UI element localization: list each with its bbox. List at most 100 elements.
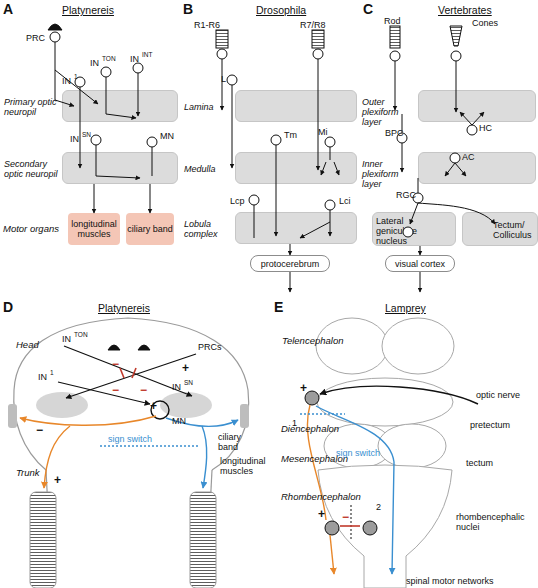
text-label: Head xyxy=(16,340,39,350)
text-label: Platynereis xyxy=(98,302,150,314)
text-label: Rod xyxy=(384,16,401,26)
neuropil-shape xyxy=(160,392,212,418)
text-label: HC xyxy=(479,123,492,133)
motor-pathway xyxy=(20,416,238,488)
inhibition-bar xyxy=(120,368,124,378)
inhibition-bar xyxy=(120,368,136,378)
neuron-cell xyxy=(50,32,60,42)
brain-region-box: visual cortex xyxy=(385,255,455,272)
node-label: Lateral geniculate nucleus xyxy=(376,216,424,246)
brain-outline xyxy=(316,318,454,588)
node-label: Inner plexiform layer xyxy=(362,159,417,189)
axon-arrow xyxy=(420,272,421,292)
neuron-cell xyxy=(325,137,335,147)
sign-symbol: + xyxy=(150,400,157,412)
node-label: Tectum/ Colliculus xyxy=(493,220,537,240)
motor-organ-box: longitudinal muscles xyxy=(68,213,120,245)
brain-outline xyxy=(317,378,453,426)
sign-symbol: + xyxy=(54,474,61,486)
text-label: IN xyxy=(62,334,71,344)
connector-arrow xyxy=(420,246,421,255)
motor-pathway xyxy=(100,445,200,446)
neuron-cell xyxy=(138,345,150,350)
text-label: AC xyxy=(462,152,475,162)
neuropil-band: Lateral geniculate nucleus xyxy=(372,212,456,246)
neuropil-shape xyxy=(8,404,17,428)
text-label: Lamprey xyxy=(385,302,426,314)
sign-symbol: + xyxy=(182,362,189,374)
axon-arrow xyxy=(330,535,334,574)
text-label: Cones xyxy=(472,18,498,28)
neuron-cell xyxy=(227,75,237,85)
neuropil-band: Outer plexiform layer xyxy=(418,90,536,122)
neuropil-shape xyxy=(36,392,88,418)
axon-arrow xyxy=(402,143,403,172)
text-label: INT xyxy=(142,51,152,58)
muscle-band xyxy=(190,492,216,588)
neuron-cell xyxy=(133,63,143,73)
node-label: ciliary band xyxy=(127,224,173,234)
text-label: Telencephalon xyxy=(282,336,343,346)
axon-arrow xyxy=(300,413,345,414)
text-label: Rhombencephalon xyxy=(281,492,361,502)
axon-arrow xyxy=(290,272,291,292)
axon-arrow xyxy=(58,346,196,404)
inhibition-bar xyxy=(132,368,136,378)
text-label: MN xyxy=(172,416,186,426)
neuron-cell xyxy=(108,345,169,419)
neuropil-band: Lamina xyxy=(235,90,357,122)
neuron-cell xyxy=(91,135,101,145)
sign-symbol: − xyxy=(140,384,147,396)
panel-letter: B xyxy=(183,2,193,17)
text-label: R7/R8 xyxy=(300,20,326,30)
body-outline xyxy=(14,318,249,588)
neuron-cell xyxy=(151,401,169,419)
text-label: sign switch xyxy=(336,448,380,458)
muscle-band xyxy=(30,492,216,588)
text-label: R1-R6 xyxy=(194,20,220,30)
text-label: 1 xyxy=(74,73,78,80)
neuron-cell xyxy=(216,30,228,48)
text-label: IN xyxy=(38,372,47,382)
text-label: TON xyxy=(102,55,116,62)
text-label: SN xyxy=(82,131,91,138)
axon-arrow xyxy=(395,61,396,110)
text-label: IN xyxy=(130,54,139,64)
text-label: Tm xyxy=(284,130,297,140)
text-label: Mi xyxy=(318,127,328,137)
body-outline xyxy=(46,470,52,588)
node-label: Lobula complex xyxy=(184,219,234,239)
neuropil-band: Primary optic neuropil xyxy=(62,90,178,122)
neuron-cell xyxy=(48,24,62,30)
neuropil-shape xyxy=(240,404,249,428)
axon-arrow xyxy=(300,386,478,574)
axon-arrow xyxy=(232,85,233,168)
neuron-cell xyxy=(325,200,335,210)
neuropil-band: Secondary optic neuropil xyxy=(62,152,178,184)
node-label: longitudinal muscles xyxy=(68,219,120,239)
text-label: pretectum xyxy=(470,420,510,430)
text-label: Diencephalon xyxy=(281,424,339,434)
text-label: SN xyxy=(184,379,193,386)
sign-symbol: − xyxy=(112,358,119,370)
neuron-cell xyxy=(312,30,324,48)
panel-letter: C xyxy=(363,2,373,17)
muscle-band xyxy=(30,492,56,588)
text-label: 1 xyxy=(292,418,297,428)
neuron-cell xyxy=(363,521,377,535)
text-label: spinal motor networks xyxy=(406,576,494,586)
neuron-cell xyxy=(271,135,281,145)
text-label: tectum xyxy=(466,458,493,468)
axon-arrow xyxy=(320,386,478,404)
text-label: Lci xyxy=(339,196,351,206)
node-label: Lamina xyxy=(184,102,234,112)
neuropil-band: Inner plexiform layer xyxy=(418,152,536,184)
text-label: PRCs xyxy=(198,342,222,352)
text-label: PRC xyxy=(26,33,45,43)
brain-outline xyxy=(318,465,452,588)
motor-pathway xyxy=(202,426,207,488)
node-label: visual cortex xyxy=(395,259,445,269)
axon-arrow xyxy=(340,525,360,527)
sign-symbol: − xyxy=(112,384,119,396)
